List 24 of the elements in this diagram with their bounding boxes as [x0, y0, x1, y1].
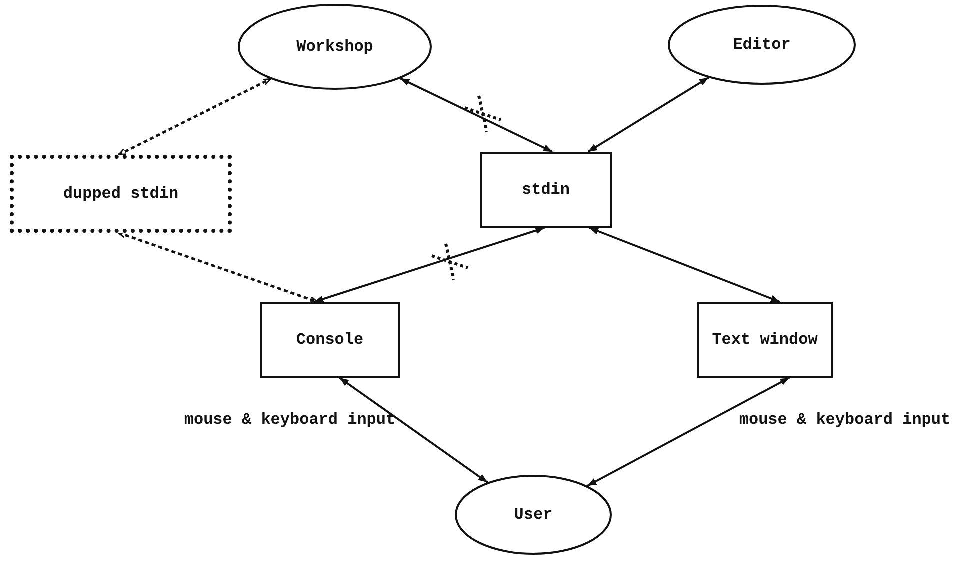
double-arrow — [400, 78, 554, 153]
process-box — [480, 152, 612, 228]
double-arrow — [314, 227, 545, 303]
double-arrow — [588, 77, 710, 153]
node-label: Console — [296, 331, 364, 349]
dashed-arrow — [118, 78, 272, 156]
ellipse-node — [238, 4, 432, 90]
dashed-arrow — [118, 232, 318, 304]
ellipse-node — [668, 5, 856, 85]
edge-label: mouse & keyboard input — [738, 410, 952, 431]
edge-label: mouse & keyboard input — [183, 410, 397, 431]
node-label: User — [514, 506, 553, 524]
dotted-box — [10, 155, 232, 233]
node-label: Text window — [712, 331, 818, 349]
double-arrow — [589, 227, 780, 303]
process-box — [697, 302, 833, 378]
node-label: Workshop — [296, 38, 374, 56]
double-arrow — [587, 377, 790, 487]
node-label: dupped stdin — [63, 185, 179, 203]
double-arrow — [339, 377, 488, 484]
node-label: stdin — [522, 181, 570, 199]
process-box — [260, 302, 400, 378]
node-label: Editor — [733, 36, 791, 54]
ellipse-node — [455, 475, 612, 555]
